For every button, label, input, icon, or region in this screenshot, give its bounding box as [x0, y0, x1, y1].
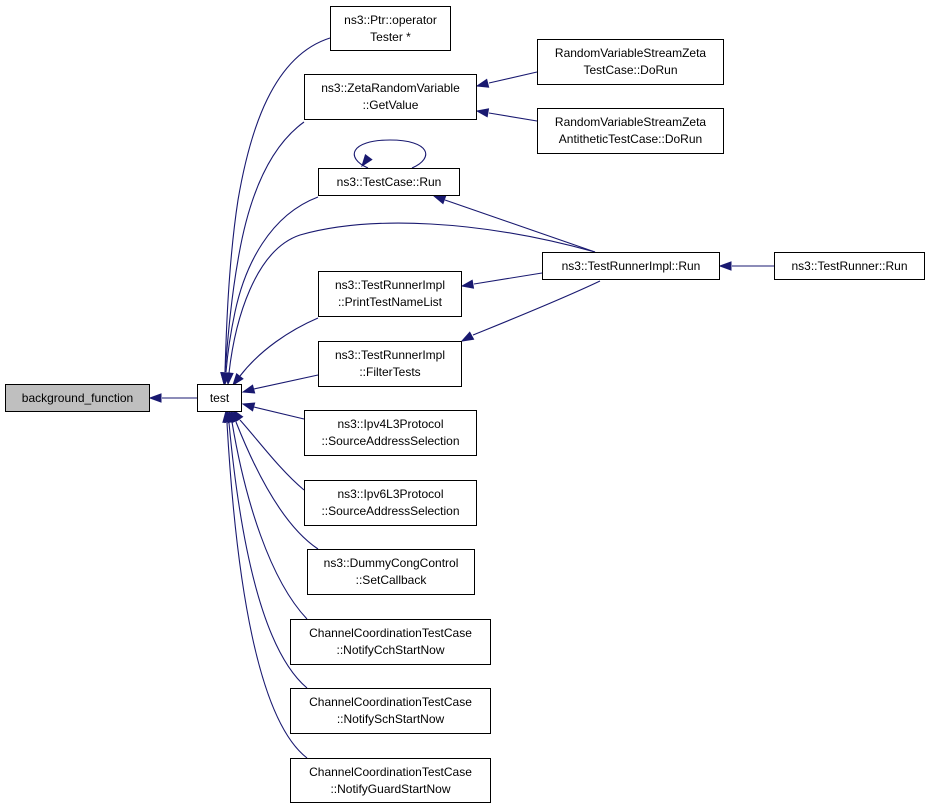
node-label-line-1: ns3::Ipv6L3Protocol	[337, 487, 444, 501]
node-testrunnerimpl-printtestnamelist[interactable]: ns3::TestRunnerImpl ::PrintTestNameList	[318, 271, 462, 317]
edge-testrunnerimpl-run-to-filtertests	[460, 280, 601, 342]
edge-arrowhead	[232, 373, 244, 387]
edge-testrunnerimpl-run-to-testcase-run	[432, 195, 596, 253]
node-label-line-1: ns3::Ipv4L3Protocol	[337, 417, 444, 431]
edge-line	[473, 272, 543, 285]
node-testrunnerimpl-run[interactable]: ns3::TestRunnerImpl::Run	[542, 252, 720, 280]
edge-line	[239, 317, 319, 377]
node-label-line-2: ::SourceAddressSelection	[321, 434, 460, 448]
node-label-line-1: RandomVariableStreamZeta	[554, 46, 707, 60]
edge-line	[353, 139, 427, 169]
node-label-line-2: ::GetValue	[362, 98, 419, 112]
node-background-function: background_function	[5, 384, 150, 412]
edge-arrowhead	[224, 372, 234, 386]
node-label-line-2: AntitheticTestCase::DoRun	[558, 132, 703, 146]
edge-line	[228, 222, 596, 374]
node-label-line-1: ns3::Ptr::operator	[344, 12, 437, 27]
edge-print-testnamelist-to-test	[232, 317, 319, 387]
node-label-line-1: ns3::TestRunnerImpl	[334, 278, 446, 292]
edge-ipv4-sas-to-test	[241, 402, 305, 420]
edge-line	[225, 196, 319, 373]
node-channelcoordination-notifycchstartnow[interactable]: ChannelCoordinationTestCase ::NotifyCchS…	[290, 619, 491, 665]
edge-cct-guard-to-test	[222, 409, 308, 759]
node-rvs-zeta-testcase-dorun[interactable]: RandomVariableStreamZeta TestCase::DoRun	[537, 39, 724, 85]
edge-testrunnerimpl-run-to-test	[224, 222, 596, 386]
edge-line	[239, 419, 305, 491]
node-ptr-operator-tester[interactable]: ns3::Ptr::operator Tester *	[330, 6, 451, 51]
node-label-line-1: ns3::TestRunnerImpl	[334, 348, 446, 362]
edge-rvs-zeta-anti-to-zeta-getvalue	[475, 108, 538, 122]
node-label-line-2: ::NotifyCchStartNow	[336, 643, 445, 657]
edge-line	[224, 121, 305, 373]
edge-line	[235, 421, 319, 550]
node-label: background_function	[21, 390, 134, 405]
edge-filtertests-to-test	[241, 374, 319, 394]
edge-line	[444, 199, 596, 253]
node-label-line-1: ChannelCoordinationTestCase	[309, 626, 472, 640]
edge-arrowhead	[432, 195, 447, 205]
edge-arrowhead	[361, 153, 373, 168]
edge-line	[228, 422, 308, 689]
edge-line	[488, 112, 538, 122]
edge-arrowhead	[241, 402, 256, 412]
node-label: ns3::TestRunner::Run	[791, 258, 908, 273]
node-rvs-zeta-antithetic-testcase-dorun[interactable]: RandomVariableStreamZeta AntitheticTestC…	[537, 108, 724, 154]
edge-line	[253, 374, 319, 390]
node-label-line-1: ChannelCoordinationTestCase	[309, 695, 472, 709]
node-testrunnerimpl-filtertests[interactable]: ns3::TestRunnerImpl ::FilterTests	[318, 341, 462, 387]
edge-arrowhead	[241, 384, 256, 394]
node-channelcoordination-notifyschstartnow[interactable]: ChannelCoordinationTestCase ::NotifySchS…	[290, 688, 491, 734]
edge-rvs-zeta-to-zeta-getvalue	[475, 71, 538, 88]
edge-testcase-run-to-test	[221, 196, 319, 386]
node-label-line-1: ChannelCoordinationTestCase	[309, 764, 472, 779]
node-zeta-random-variable-getvalue[interactable]: ns3::ZetaRandomVariable ::GetValue	[304, 74, 477, 120]
node-ipv6l3protocol-sourceaddressselection[interactable]: ns3::Ipv6L3Protocol ::SourceAddressSelec…	[304, 480, 477, 526]
edge-arrowhead	[475, 78, 490, 88]
edge-testrunnerimpl-run-to-print-testnamelist	[460, 272, 543, 289]
node-channelcoordination-notifyguardstartnow[interactable]: ChannelCoordinationTestCase ::NotifyGuar…	[290, 758, 491, 803]
edge-arrowhead	[475, 108, 490, 118]
edge-line	[226, 422, 308, 759]
node-label-line-2: ::NotifyGuardStartNow	[330, 781, 451, 796]
edge-testrunner-run-to-testrunnerimpl-run	[718, 261, 774, 271]
edge-line	[231, 421, 308, 620]
node-label-line-2: TestCase::DoRun	[583, 63, 678, 77]
edge-cct-cch-to-test	[227, 409, 308, 620]
node-label-line-2: ::PrintTestNameList	[337, 295, 443, 309]
node-label-line-2: ::NotifySchStartNow	[336, 712, 445, 726]
node-label: ns3::TestCase::Run	[336, 174, 442, 189]
edge-arrowhead	[222, 409, 232, 423]
node-ipv4l3protocol-sourceaddressselection[interactable]: ns3::Ipv4L3Protocol ::SourceAddressSelec…	[304, 410, 477, 456]
node-label-line-2: Tester *	[370, 29, 411, 44]
node-label-line-1: ns3::ZetaRandomVariable	[321, 81, 460, 95]
edge-arrowhead	[460, 279, 475, 289]
node-testrunner-run[interactable]: ns3::TestRunner::Run	[774, 252, 925, 280]
node-testcase-run[interactable]: ns3::TestCase::Run	[318, 168, 460, 196]
node-dummycongcontrol-setcallback[interactable]: ns3::DummyCongControl ::SetCallback	[307, 549, 475, 595]
node-label: ns3::TestRunnerImpl::Run	[561, 258, 701, 273]
edge-arrowhead	[460, 331, 475, 342]
edge-arrowhead	[718, 261, 732, 271]
edge-line	[488, 71, 538, 84]
edge-testcase-run-to-testcase-run	[353, 139, 427, 169]
node-label-line-1: RandomVariableStreamZeta	[554, 115, 707, 129]
edge-line	[253, 406, 305, 420]
edge-line	[472, 280, 601, 336]
edge-test-to-background-function	[148, 393, 197, 403]
node-label-line-1: ns3::DummyCongControl	[323, 556, 459, 570]
edge-arrowhead	[148, 393, 162, 403]
node-label-line-2: ::FilterTests	[359, 365, 421, 379]
node-test[interactable]: test	[197, 384, 242, 412]
edge-line	[224, 37, 331, 373]
node-label: test	[209, 390, 230, 405]
node-label-line-2: ::SetCallback	[355, 573, 427, 587]
node-label-line-2: ::SourceAddressSelection	[321, 504, 460, 518]
